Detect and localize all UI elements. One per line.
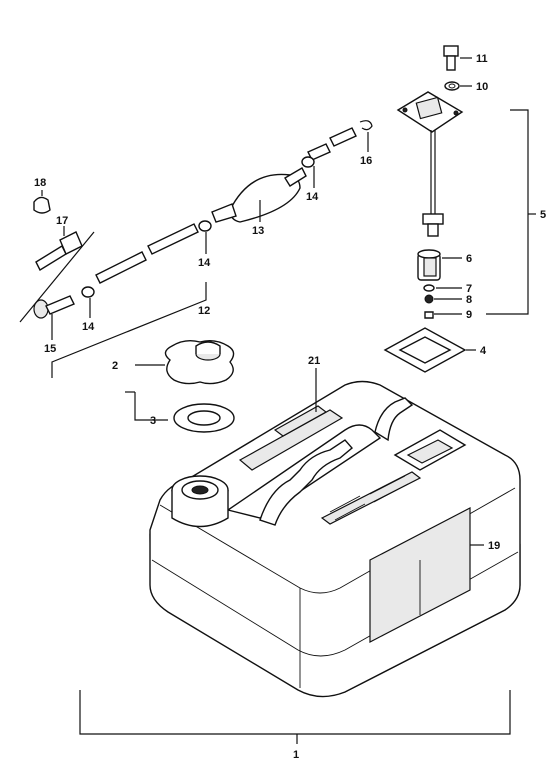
hose-connector (33, 231, 83, 319)
leader-lines (19, 57, 536, 744)
float-stopper (424, 294, 434, 304)
callout-10: 10 (476, 81, 488, 93)
callout-16: 16 (360, 155, 372, 167)
callout-15: 15 (44, 343, 56, 355)
fuel-tank (149, 380, 521, 698)
callout-13: 13 (252, 225, 264, 237)
callout-8: 8 (466, 294, 472, 306)
callout-3: 3 (150, 415, 156, 427)
fuel-hose-assembly (81, 120, 373, 298)
callout-14-right: 14 (306, 191, 319, 203)
callout-2: 2 (112, 360, 118, 372)
callout-7: 7 (466, 283, 472, 295)
callout-12: 12 (198, 305, 210, 317)
callout-19: 19 (488, 540, 500, 552)
retaining-clip (424, 311, 434, 319)
gauge-gasket (383, 327, 467, 373)
callout-17: 17 (56, 215, 68, 227)
o-ring (423, 284, 435, 292)
fuel-cap (164, 339, 235, 385)
callout-21: 21 (308, 355, 320, 367)
callout-1: 1 (293, 749, 299, 761)
cap-gasket (173, 403, 235, 433)
callout-18: 18 (34, 177, 46, 189)
callout-11: 11 (476, 53, 488, 65)
connector-cap (33, 196, 51, 214)
screw (443, 45, 459, 71)
callout-9: 9 (466, 309, 472, 321)
callout-6: 6 (466, 253, 472, 265)
callout-5: 5 (540, 209, 546, 221)
callout-14-left: 14 (82, 321, 95, 333)
gauge-assembly (396, 91, 464, 237)
callout-4: 4 (480, 345, 487, 357)
washer (444, 81, 460, 91)
callout-labels: 1 2 3 4 5 6 7 8 9 10 11 12 13 14 14 14 1… (34, 53, 546, 761)
gauge-float (417, 249, 441, 281)
callout-14-middle: 14 (198, 257, 211, 269)
